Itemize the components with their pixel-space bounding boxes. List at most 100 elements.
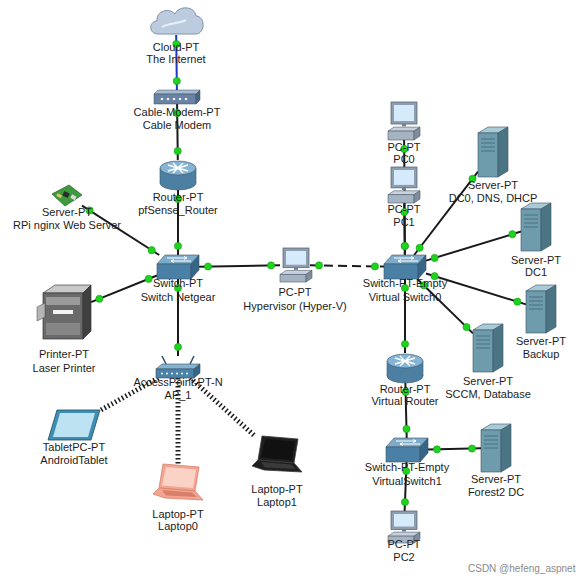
device-name: Cable Modem <box>143 119 211 132</box>
switch-device: Switch-PTSwitch Netgear <box>157 255 199 279</box>
laptop-device: Laptop-PTLaptop0 <box>153 464 203 504</box>
icon-part <box>524 215 538 216</box>
icon-part <box>394 170 414 185</box>
link-light <box>204 263 211 270</box>
icon-part <box>394 105 414 121</box>
device-type: Server-PT <box>468 179 518 192</box>
icon-part <box>258 436 298 463</box>
tablet-icon <box>48 410 100 440</box>
device-name: PC2 <box>393 551 414 564</box>
device-name: Forest2 DC <box>468 486 524 499</box>
icon-part <box>52 185 82 206</box>
link-light <box>174 343 181 350</box>
icon-part <box>261 439 295 460</box>
device-type: PC-PT <box>388 141 421 154</box>
icon-part <box>179 98 182 101</box>
ap-device: AccessPoint-PT-NAP_1 <box>156 356 200 378</box>
icon-part <box>524 223 538 224</box>
link-light <box>371 263 378 270</box>
device-type: Laptop-PT <box>152 508 203 521</box>
icon-part <box>283 248 309 268</box>
icon-part <box>418 255 426 279</box>
rpi-device: Server-PTRPi nginx Web Server <box>52 185 82 207</box>
icon-part <box>541 203 551 251</box>
icon-part <box>391 102 417 124</box>
icon-part <box>546 285 556 333</box>
pc-device: PC-PTPC1 <box>388 167 420 203</box>
icon-part <box>387 361 388 376</box>
icon-part <box>83 285 91 339</box>
link-light <box>514 298 521 305</box>
icon-part <box>167 98 170 101</box>
pc-icon <box>280 248 310 282</box>
icon-part <box>162 356 166 364</box>
icon-part <box>173 98 176 101</box>
icon-part <box>43 293 83 339</box>
device-type: Server-PT <box>471 473 521 486</box>
icon-part <box>476 340 490 341</box>
device-name: pfSense_Router <box>138 204 218 217</box>
link-light <box>403 425 410 432</box>
server-device: Server-PTDC1 <box>521 203 551 251</box>
link-light <box>401 242 408 249</box>
link-light <box>148 247 155 254</box>
switch-icon <box>386 438 428 462</box>
icon-part <box>395 356 415 366</box>
device-name: DC0, DNS, DHCP <box>449 192 538 205</box>
icon-part <box>151 8 203 34</box>
device-type: PC-PT <box>279 286 312 299</box>
icon-part <box>70 194 76 200</box>
icon-part <box>46 323 80 335</box>
router-icon <box>160 160 196 190</box>
pc-icon <box>388 167 420 203</box>
laptop-icon <box>252 436 302 476</box>
icon-part <box>481 139 495 140</box>
device-type: Server-PT <box>463 375 513 388</box>
device-type: AccessPoint-PT-N <box>133 376 222 389</box>
link-light <box>96 295 103 302</box>
icon-part <box>402 188 406 190</box>
link-light <box>468 445 475 452</box>
device-name: PC0 <box>393 153 414 166</box>
server-icon <box>481 424 511 472</box>
device-name: AP_1 <box>165 389 192 402</box>
switch-device: Switch-PT-EmptyVirtual Switch0 <box>384 255 426 279</box>
icon-part <box>529 305 543 306</box>
server-device: Server-PTForest2 DC <box>481 424 511 472</box>
icon-part <box>154 94 196 104</box>
device-type: Router-PT <box>153 191 204 204</box>
icon-part <box>394 514 414 527</box>
link-light <box>267 262 274 269</box>
laptop-icon <box>153 464 203 504</box>
icon-part <box>402 530 406 532</box>
device-type: Switch-PT-Empty <box>365 461 449 474</box>
icon-part <box>493 324 503 372</box>
link-light <box>315 262 322 269</box>
icon-part <box>62 191 70 198</box>
icon-part <box>484 448 498 449</box>
icon-part <box>37 303 45 321</box>
icon-part <box>476 336 490 337</box>
pc-device: PC-PTPC0 <box>388 102 420 140</box>
icon-part <box>414 127 420 140</box>
icon-part <box>185 98 188 101</box>
watermark: CSDN @hefeng_aspnet <box>468 563 575 575</box>
link-light <box>416 244 423 251</box>
router-device: Router-PTpfSense_Router <box>160 160 196 190</box>
icon-part <box>473 330 493 372</box>
server-icon <box>526 285 556 333</box>
link-light <box>173 77 180 84</box>
icon-part <box>391 167 417 188</box>
icon-part <box>261 462 296 469</box>
device-type: Server-PT <box>516 335 566 348</box>
icon-part <box>196 90 200 104</box>
icon-part <box>387 354 423 368</box>
device-name: AndroidTablet <box>40 454 107 467</box>
ap-icon <box>156 356 200 378</box>
router-icon <box>387 353 423 383</box>
icon-part <box>476 348 490 349</box>
link-light <box>401 498 408 505</box>
device-name: VirtualSwitch1 <box>372 475 442 488</box>
icon-part <box>484 444 498 445</box>
